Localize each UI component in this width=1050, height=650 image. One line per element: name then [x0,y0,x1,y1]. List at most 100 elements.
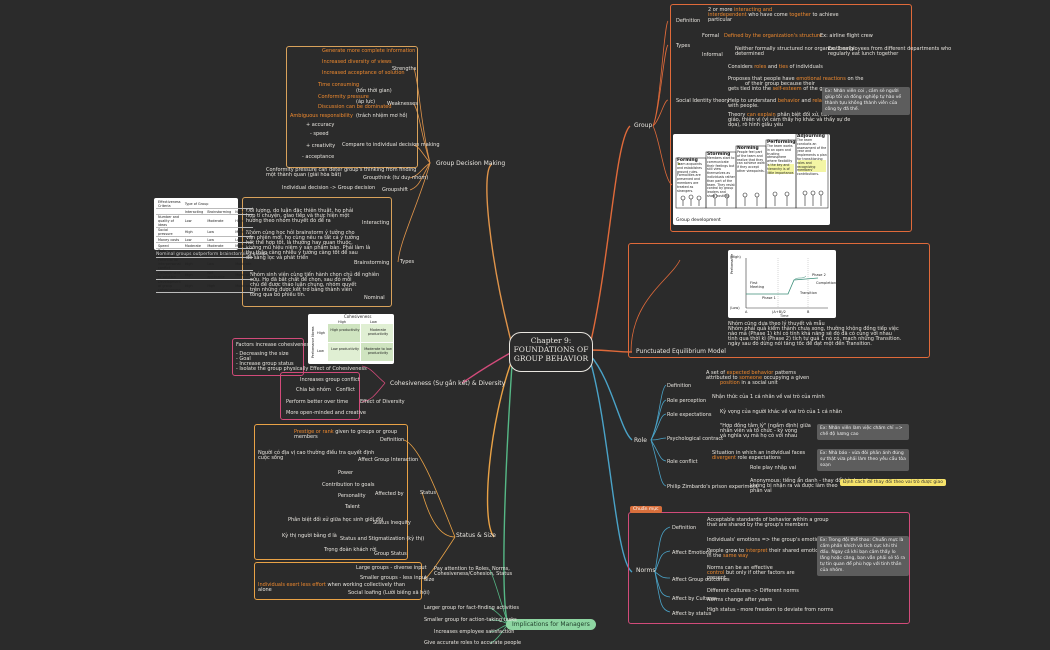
type-brainstorming[interactable]: Brainstorming [354,260,390,266]
social-identity-label[interactable]: Social Identity theory [676,98,730,104]
branch-role[interactable]: Role [634,437,647,444]
affected-by-label[interactable]: Affected by [375,491,404,497]
impl-3: Smaller group for action-taking tasks [424,617,517,623]
affect-status-label[interactable]: Affect by status [672,611,712,617]
table-caption: Nominal groups outperform brainstorming … [156,252,269,257]
role-definition-label[interactable]: Definition [667,383,692,389]
table-cell: High [182,227,206,237]
role-def-1: A set of expected behavior patterns [706,370,796,376]
group-definition-text: 2 or more interacting and [708,7,773,13]
tbl-h2: Type of Group [182,200,254,209]
emo-t1: Individuals' emotions => the group's emo… [707,537,825,543]
branch-implications[interactable]: Implications for Managers [506,619,596,630]
type-interacting[interactable]: Interacting [362,220,390,226]
group-development-illustration [675,133,829,209]
weakness-2: Conformity pressure [318,94,369,100]
status-inequity-label[interactable]: Status Inequity [373,520,411,526]
role-conflict-text-2: divergent role expectations [712,455,781,461]
table-cell: High [182,270,206,280]
table-cell: Moderate [182,242,206,249]
table-cell: Moderate [233,227,254,237]
pem-meeting: Meeting [750,285,765,289]
sit-line-2c: gets tied into the self-esteem of the gr… [728,86,834,92]
affected-power: Power [338,470,354,476]
interacting-t2: hợp tí chuyện, giao tiếp và thực hiện mộ… [246,213,350,219]
status-label[interactable]: Status [420,490,436,496]
brain-t3: hết thể hợp tốt, là thường hay quan thuộ… [246,240,353,246]
compare-2: - speed [310,131,329,137]
group-informal-label[interactable]: Informal [702,52,723,58]
type-nominal[interactable]: Nominal [364,295,385,301]
table-cell: Commitment to solution [156,270,183,280]
norms-frame [628,512,910,624]
size-1: Large groups - diverse input [356,565,427,571]
effect-diversity[interactable]: Effect of Diversity [360,399,405,405]
sit-line-2b: of their group because their [745,81,815,87]
gdm-types-label[interactable]: Types [400,259,415,265]
pem-mid: (A+B)/2 [772,310,786,314]
role-conflict-label[interactable]: Role conflict [667,459,698,465]
status-def-1: Prestige or rank given to groups or grou… [294,429,398,435]
group-formal-label[interactable]: Formal [702,33,720,39]
gdm-strengths-label[interactable]: Strengths [392,66,417,72]
zimbardo-label[interactable]: Philip Zimbardo's prison experiment [667,484,758,490]
group-types-label[interactable]: Types [676,43,691,49]
affect-emotions-label[interactable]: Affect Emotions [672,550,712,556]
culture-text: Different cultures -> Different norms [707,588,799,594]
group-development-caption: Group development [676,218,721,223]
zim-t2: Anonymous: tiếng ẩn danh - thay đổi hành… [750,478,871,484]
group-definition-text-2: interdependent who have come together to… [708,12,839,18]
pem-chart-svg [745,258,828,309]
factor-3: - Increase group status [236,361,294,367]
affect-outcomes-label[interactable]: Affect Group outcomes [672,577,730,583]
status-definition-label[interactable]: Definition [380,437,405,443]
psych-contract-label[interactable]: Psychological contract [667,436,724,442]
branch-status-size[interactable]: Status & Size [456,532,496,539]
psych-t1: "Hợp đồng tâm lý" (ngầm định) giữa [720,423,811,429]
stigmatization-label[interactable]: Status and Stigmatization (kỳ thị) [340,536,425,542]
status-frame [254,424,408,560]
branch-cohesiveness[interactable]: Cohesiveness (Sự gắn kết) & Diversity [390,380,506,387]
q1: High productivity [330,328,360,332]
role-expectations-label[interactable]: Role expectations [667,412,712,418]
brain-t5: thu thập càng nhiều ý tưởng càng tốt để … [246,250,358,256]
groupshift-label[interactable]: Groupshift [382,187,409,193]
branch-group[interactable]: Group [634,122,653,129]
interaction-t1: Người có địa vị cao thường điều tra quyế… [258,450,375,456]
pem-a: A [745,310,748,314]
branch-norms[interactable]: Norms [636,567,656,574]
gdm-weaknesses-label[interactable]: Weaknesses [387,101,418,107]
impl-5: Give accurate roles to accurate people [424,640,522,646]
norms-def-2: that are shared by the group's members [707,522,809,528]
table-cell: Low [182,248,206,258]
pem-note-1: Nhóm cũng dựa theo lý thuyết và mẫu [728,321,825,327]
compare-label[interactable]: Compare to individual decision making [342,142,440,148]
role-perception-label[interactable]: Role perception [667,398,707,404]
status-interaction-label[interactable]: Affect Group Interaction [358,457,419,463]
group-definition-label[interactable]: Definition [676,18,701,24]
size-label[interactable]: Size [424,577,435,583]
role-def-3: position in a social unit [720,380,778,386]
group-status-label[interactable]: Group Status [374,551,407,557]
central-topic[interactable]: Chapter 9: FOUNDATIONS OF GROUP BEHAVIOR [509,332,593,372]
branch-pem[interactable]: Punctuated Equilibrium Model [636,348,726,355]
groupthink-label[interactable]: Groupthink (tư duy nhóm) [363,175,429,181]
status-def-2: members [294,434,318,440]
matrix-row-high: High [317,331,326,335]
table-cell: Low [182,214,206,228]
group-informal-text: Neither formally structured nor organiza… [735,46,855,52]
nominal-t1: Nhóm sinh viên cùng tiến hành chọn chủ đ… [250,272,380,278]
effect-cohesiveness[interactable]: Effect of Cohesiveness [310,366,367,372]
factor-4: - Isolate the group physically [236,366,309,372]
social-loafing[interactable]: Social loafing (Lười biếng xã hội) [348,590,430,596]
pem-low: (Low) [730,306,740,310]
strength-1: Generate more complete information [322,48,416,54]
tbl-h1: Effectiveness Criteria [156,200,183,209]
cohesiveness-matrix: Cohesiveness High Low Performance Norms … [308,314,394,364]
branch-gdm[interactable]: Group Decision Making [436,160,506,167]
affect-cultures-label[interactable]: Affect by Cultures [672,596,717,602]
norms-definition-label[interactable]: Definition [672,525,697,531]
